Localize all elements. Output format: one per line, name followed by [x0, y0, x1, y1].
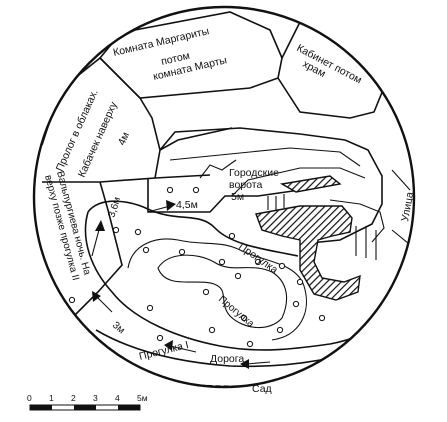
arrow-road	[245, 361, 271, 365]
label-walk-1: Прогулка	[236, 241, 280, 277]
label-city-gate-2: ворота	[229, 179, 262, 191]
label-height-36: 3,6м	[106, 196, 123, 219]
arrow-garden	[307, 369, 331, 377]
label-road: Дорога	[210, 353, 244, 365]
label-room-margarita-1: Комната Маргариты	[112, 25, 210, 59]
tree-dots	[68, 186, 326, 386]
label-garden: Сад	[252, 383, 272, 395]
central-platform	[147, 127, 383, 245]
divider-lines	[71, 127, 233, 319]
promenade-path	[84, 200, 393, 351]
label-height-3: 3м	[110, 320, 127, 337]
label-walk-2: Прогулка	[216, 294, 256, 330]
arrow-walk1	[169, 345, 197, 353]
platform-inner	[169, 147, 366, 197]
label-prologue-3: 4м	[116, 130, 132, 147]
arrow-head-1	[95, 220, 105, 231]
arrow-3m	[95, 295, 113, 313]
scale-tick-label: 2	[71, 393, 76, 403]
arrow-head-4	[164, 340, 173, 351]
scale-tick-label: 1	[49, 393, 54, 403]
arrow-head-3	[92, 291, 101, 302]
scale-tick-label: 3	[93, 393, 98, 403]
scale-tick-label: 4	[115, 393, 120, 403]
label-height-45: 4,5м	[176, 199, 198, 211]
arrow-45	[147, 205, 171, 213]
arrow-head-5	[240, 359, 249, 369]
arrow-head-6	[302, 371, 312, 381]
scale-tick-label: 0	[27, 393, 32, 403]
scale-ticks: 0 1 2 3 4 5м	[27, 393, 148, 403]
arrow-head-2	[166, 200, 176, 211]
gate-columns	[267, 194, 377, 260]
hatched-wall	[255, 205, 361, 301]
room-prologue-outline	[41, 56, 161, 183]
hatched-strip	[279, 175, 342, 193]
label-city-gate-3: 5м	[231, 191, 244, 203]
gate-steps	[199, 159, 385, 243]
scale-bar	[29, 404, 141, 411]
promenade-inner	[157, 254, 288, 329]
promenade-outer	[127, 238, 307, 341]
label-city-gate-1: Городские	[229, 167, 279, 179]
stage-circle	[32, 5, 416, 389]
scale-tick-label: 5м	[137, 393, 148, 403]
label-street: Улица	[399, 191, 416, 223]
